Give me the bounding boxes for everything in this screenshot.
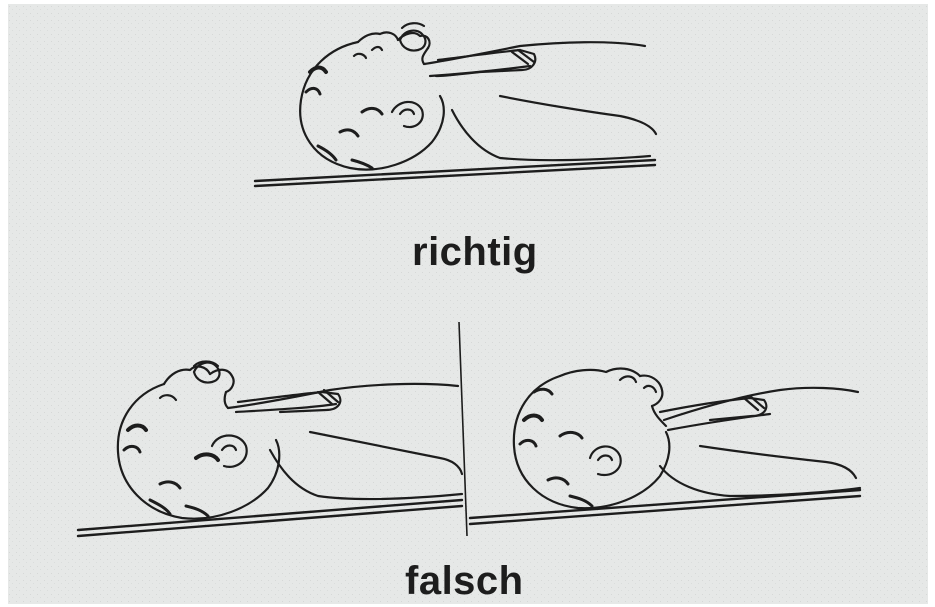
caption-wrong: falsch xyxy=(405,557,524,605)
caption-correct: richtig xyxy=(412,228,538,276)
